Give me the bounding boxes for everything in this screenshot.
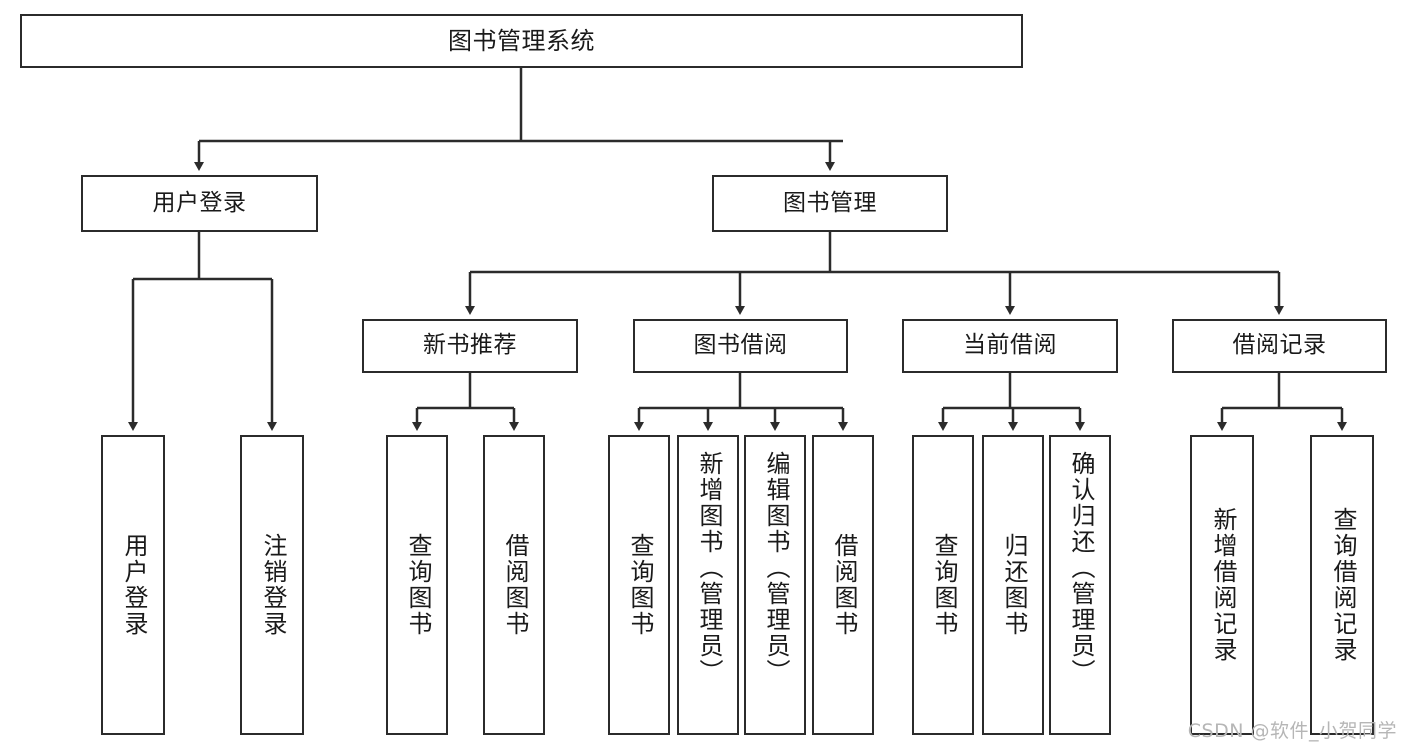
node-leaf-query-book-2[interactable]: 查询图书 bbox=[608, 435, 670, 735]
node-leaf-edit-book[interactable]: 编辑图书（管理员） bbox=[744, 435, 806, 735]
node-leaf-user-logout-label: 注销登录 bbox=[258, 533, 287, 637]
node-book-borrow-label: 图书借阅 bbox=[693, 332, 788, 359]
node-leaf-add-book-label: 新增图书（管理员） bbox=[694, 451, 723, 685]
node-book-borrow[interactable]: 图书借阅 bbox=[633, 319, 848, 373]
node-leaf-user-login-label: 用户登录 bbox=[119, 533, 148, 637]
node-leaf-borrow-book-2-label: 借阅图书 bbox=[829, 533, 858, 637]
node-borrow-record-label: 借阅记录 bbox=[1232, 332, 1327, 359]
node-leaf-query-book-3-label: 查询图书 bbox=[929, 533, 958, 637]
node-user-login[interactable]: 用户登录 bbox=[81, 175, 318, 232]
node-leaf-borrow-book-2[interactable]: 借阅图书 bbox=[812, 435, 874, 735]
node-leaf-confirm-return[interactable]: 确认归还（管理员） bbox=[1049, 435, 1111, 735]
node-borrow-record[interactable]: 借阅记录 bbox=[1172, 319, 1387, 373]
node-leaf-user-logout[interactable]: 注销登录 bbox=[240, 435, 304, 735]
node-leaf-edit-book-label: 编辑图书（管理员） bbox=[761, 451, 790, 685]
node-leaf-confirm-return-label: 确认归还（管理员） bbox=[1066, 451, 1095, 685]
node-leaf-query-book-3[interactable]: 查询图书 bbox=[912, 435, 974, 735]
node-leaf-query-record[interactable]: 查询借阅记录 bbox=[1310, 435, 1374, 735]
node-leaf-query-book-1[interactable]: 查询图书 bbox=[386, 435, 448, 735]
node-leaf-add-record-label: 新增借阅记录 bbox=[1208, 507, 1237, 663]
node-book-management[interactable]: 图书管理 bbox=[712, 175, 948, 232]
node-leaf-add-record[interactable]: 新增借阅记录 bbox=[1190, 435, 1254, 735]
node-root[interactable]: 图书管理系统 bbox=[20, 14, 1023, 68]
node-leaf-return-book[interactable]: 归还图书 bbox=[982, 435, 1044, 735]
node-leaf-query-record-label: 查询借阅记录 bbox=[1328, 507, 1357, 663]
node-leaf-query-book-2-label: 查询图书 bbox=[625, 533, 654, 637]
node-leaf-user-login[interactable]: 用户登录 bbox=[101, 435, 165, 735]
node-root-label: 图书管理系统 bbox=[448, 26, 595, 55]
node-leaf-borrow-book-1-label: 借阅图书 bbox=[500, 533, 529, 637]
node-current-borrow-label: 当前借阅 bbox=[963, 332, 1057, 359]
node-book-management-label: 图书管理 bbox=[783, 189, 877, 216]
node-leaf-query-book-1-label: 查询图书 bbox=[403, 533, 432, 637]
node-leaf-borrow-book-1[interactable]: 借阅图书 bbox=[483, 435, 545, 735]
node-user-login-label: 用户登录 bbox=[152, 189, 247, 216]
node-leaf-add-book[interactable]: 新增图书（管理员） bbox=[677, 435, 739, 735]
node-new-book-recommend[interactable]: 新书推荐 bbox=[362, 319, 578, 373]
csdn-watermark: CSDN @软件_小贺同学 bbox=[1187, 720, 1397, 742]
node-new-book-recommend-label: 新书推荐 bbox=[423, 332, 517, 359]
node-leaf-return-book-label: 归还图书 bbox=[999, 533, 1028, 637]
node-current-borrow[interactable]: 当前借阅 bbox=[902, 319, 1118, 373]
